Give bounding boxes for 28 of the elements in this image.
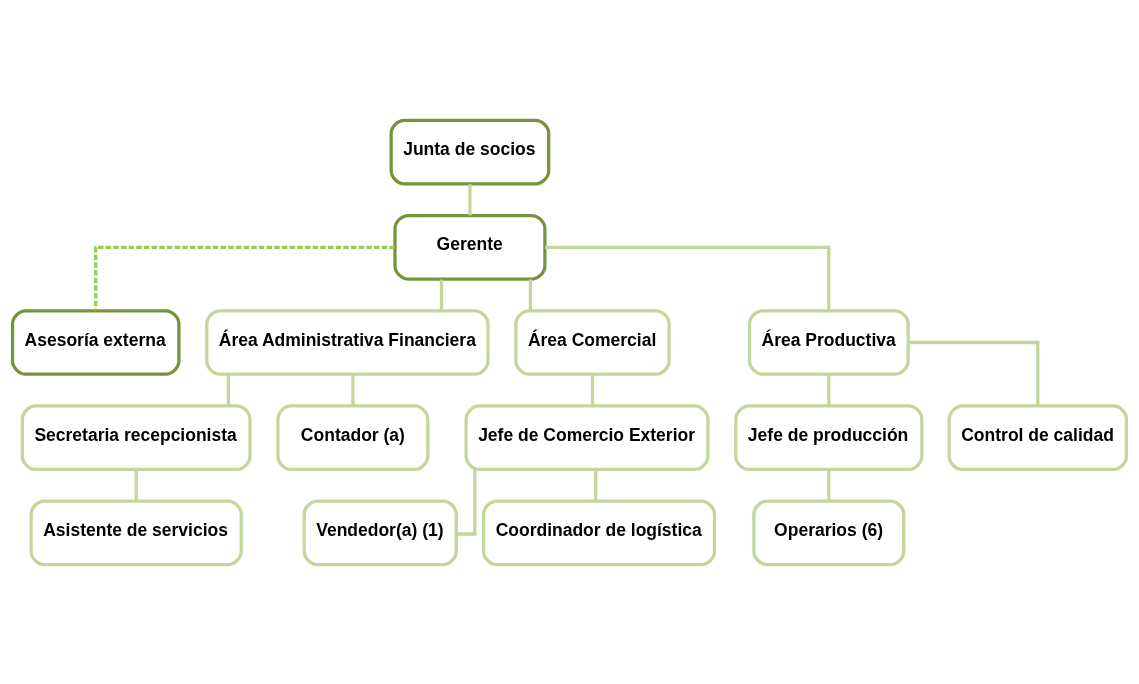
- node-box: Área Comercial: [514, 308, 671, 376]
- node-box: Jefe de producción: [734, 403, 924, 471]
- node-box: Coordinador de logística: [481, 499, 717, 566]
- connector: [351, 374, 355, 406]
- connector: [590, 374, 595, 406]
- connector: [594, 469, 598, 501]
- connector: [545, 245, 831, 310]
- connector: [827, 469, 831, 501]
- connector: [226, 374, 230, 406]
- node-box: Jefe de Comercio Exterior: [464, 403, 710, 471]
- connector: [827, 374, 831, 406]
- connector: [468, 183, 472, 215]
- node-box: Asesoría externa: [10, 308, 181, 376]
- node-box: Contador (a): [276, 403, 430, 471]
- connector: [134, 469, 138, 501]
- connector: [908, 340, 1040, 405]
- node-box: Secretaria recepcionista: [20, 403, 252, 471]
- node-box: Área Administrativa Financiera: [205, 308, 490, 376]
- connector: [439, 279, 444, 311]
- node-box: Área Productiva: [747, 308, 910, 376]
- connector: [94, 245, 395, 310]
- node-box: Operarios (6): [752, 499, 906, 566]
- node-box: Asistente de servicios: [29, 499, 243, 566]
- node-box: Junta de socios: [389, 118, 551, 185]
- connector: [528, 279, 532, 311]
- node-box: Gerente: [393, 213, 547, 281]
- node-box: Control de calidad: [947, 403, 1129, 471]
- node-box: Vendedor(a) (1): [302, 499, 458, 566]
